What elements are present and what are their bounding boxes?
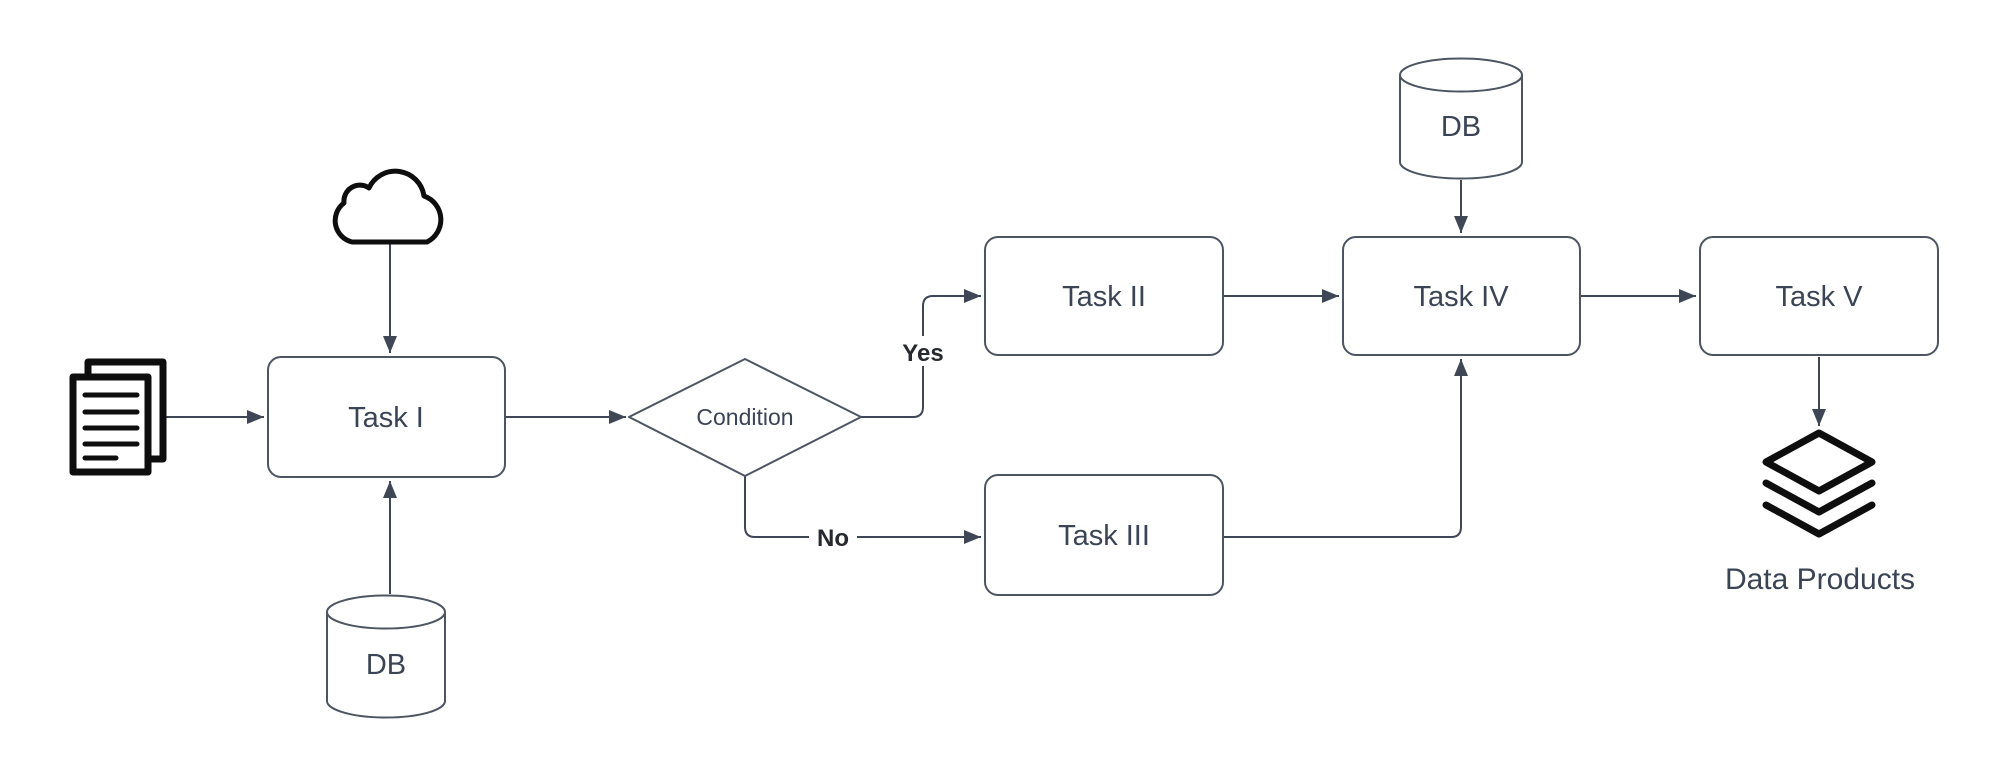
database-icon-task4: DB — [1399, 57, 1523, 180]
database-icon-task1-top — [326, 594, 446, 630]
node-task4: Task IV — [1342, 236, 1581, 356]
documents-icon-text-lines — [82, 392, 140, 461]
node-task2-label: Task II — [1062, 281, 1146, 313]
node-condition: Condition — [628, 358, 862, 477]
edge-label-yes: Yes — [898, 336, 948, 367]
node-task5-box — [1699, 236, 1939, 356]
edge-label-yes-text: Yes — [902, 340, 943, 367]
node-task4-box — [1342, 236, 1581, 356]
layers-icon-top-layer — [1762, 429, 1876, 495]
edge-label-yes-mask — [898, 336, 948, 366]
edge-label-no: No — [809, 523, 857, 552]
layers-icon-bottom-layer — [1762, 501, 1876, 538]
database-icon-task4-label: DB — [1441, 111, 1481, 143]
node-task2: Task II — [984, 236, 1224, 356]
database-icon-task4-top — [1399, 57, 1523, 93]
node-task3-label: Task III — [1058, 520, 1150, 552]
layers-icon-middle-layer — [1762, 479, 1876, 516]
database-icon-task1-label: DB — [366, 649, 406, 681]
database-icon-task4-body — [1399, 75, 1523, 180]
node-task1: Task I — [267, 356, 506, 478]
node-task4-label: Task IV — [1413, 281, 1509, 313]
node-task5-label: Task V — [1775, 281, 1863, 313]
layers-icon — [1762, 429, 1876, 538]
node-condition-label: Condition — [696, 404, 793, 430]
connector-condition-no-to-task3 — [744, 476, 981, 544]
connector-task3-to-task4 — [1223, 359, 1468, 538]
cloud-icon-shape — [332, 168, 444, 245]
node-task5: Task V — [1699, 236, 1939, 356]
database-icon-task1: DB — [326, 594, 446, 719]
node-task1-box — [267, 356, 506, 478]
node-task3-box — [984, 474, 1224, 596]
node-task3: Task III — [984, 474, 1224, 596]
cloud-icon — [332, 168, 444, 245]
node-task1-label: Task I — [348, 402, 424, 434]
data-products-label: Data Products — [1725, 563, 1915, 596]
edge-label-no-text: No — [817, 525, 849, 552]
edge-label-no-mask — [809, 523, 857, 551]
node-data-products: Data Products — [1725, 429, 1915, 596]
documents-icon — [69, 358, 167, 476]
node-task2-box — [984, 236, 1224, 356]
database-icon-task1-body — [326, 612, 446, 719]
node-condition-diamond — [628, 358, 862, 477]
